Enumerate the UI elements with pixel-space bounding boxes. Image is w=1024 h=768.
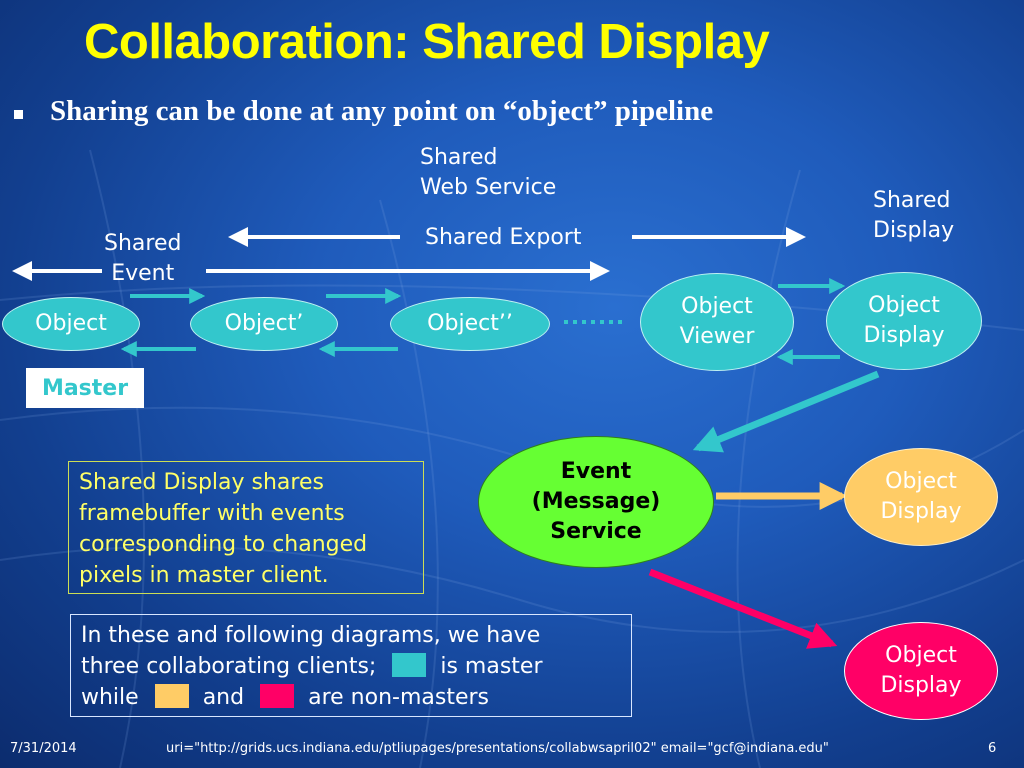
display-to-event-arrow: [692, 370, 880, 453]
footer-date: 7/31/2014: [10, 741, 77, 756]
label-shared-export: Shared Export: [425, 225, 582, 250]
node-event-message-service: Event (Message) Service: [478, 436, 714, 568]
nonmaster-orange-swatch: [154, 684, 189, 708]
footer-uri: uri="http://grids.ucs.indiana.edu/ptliup…: [166, 741, 829, 756]
label-shared-event: Shared Event: [104, 231, 182, 286]
node-object: Object: [2, 297, 140, 351]
node-object-double-prime: Object’’: [390, 297, 550, 351]
nonmaster-pink-swatch: [260, 684, 295, 708]
slide-title: Collaboration: Shared Display: [84, 15, 770, 69]
footer-page-number: 6: [988, 741, 997, 756]
node-object-prime: Object’: [190, 297, 338, 351]
bullet-square-icon: [14, 110, 23, 119]
label-shared-display: Shared Display: [873, 188, 955, 243]
master-color-swatch: [392, 653, 427, 677]
note-clients-legend: In these and following diagrams, we have…: [70, 614, 632, 717]
label-shared-web-service: Shared Web Service: [420, 145, 557, 200]
master-label: Master: [26, 368, 144, 408]
bullet-text: Sharing can be done at any point on “obj…: [50, 95, 714, 127]
event-to-pink-arrow: [648, 568, 838, 649]
note-shared-display: Shared Display shares framebuffer with e…: [68, 461, 424, 594]
